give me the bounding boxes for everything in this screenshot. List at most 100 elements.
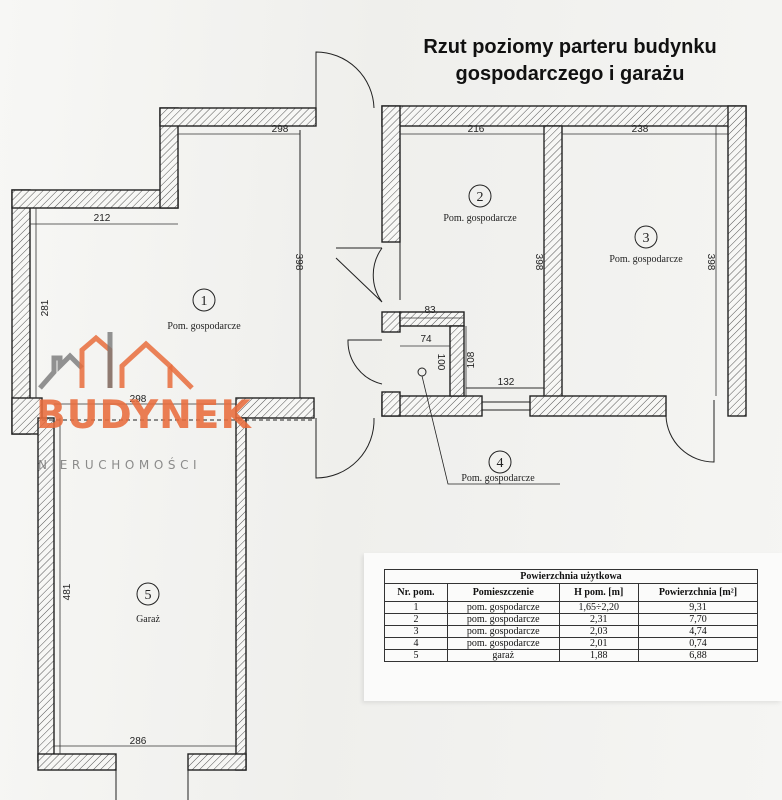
cell-area: 0,74	[637, 637, 759, 650]
plan-title: Rzut poziomy parteru budynku gospodarcze…	[380, 34, 760, 88]
plan-title-line1: Rzut poziomy parteru budynku	[423, 36, 717, 58]
cell-room: pom. gospodarcze	[446, 625, 560, 638]
room1-inner-outline	[29, 125, 316, 398]
logo-house-orange-icon	[119, 340, 173, 388]
cell-height: 2,03	[558, 625, 639, 638]
cell-nr: 1	[384, 601, 448, 614]
dim-398-room1: 398	[293, 254, 304, 271]
wall-garage-bottom-right	[187, 753, 247, 771]
room1-number: 1	[201, 294, 208, 309]
wall-room4-top	[399, 311, 465, 327]
area-table-caption: Powierzchnia użytkowa	[384, 569, 758, 584]
dim-132: 132	[498, 377, 515, 388]
room2-number: 2	[477, 190, 484, 205]
cell-height: 1,65÷2,20	[558, 601, 639, 614]
dim-238: 238	[632, 124, 649, 135]
dim-481: 481	[62, 583, 73, 600]
cell-area: 4,74	[637, 625, 759, 638]
table-row: 4 pom. gospodarcze 2,01 0,74	[384, 637, 759, 650]
header-height: H pom. [m]	[558, 583, 639, 602]
room2-circle	[468, 184, 492, 208]
room5-number: 5	[145, 588, 152, 603]
header-area: Powierzchnia [m²]	[637, 583, 759, 602]
doors	[115, 51, 715, 800]
dim-286: 286	[130, 736, 147, 747]
header-nr: Nr. pom.	[384, 583, 448, 602]
cell-nr: 4	[384, 637, 448, 650]
room4-number: 4	[497, 456, 504, 471]
table-row: 3 pom. gospodarcze 2,03 4,74	[384, 625, 759, 638]
room4-marker	[417, 367, 560, 485]
table-row: 5 garaż 1,88 6,88	[384, 649, 759, 662]
dim-281: 281	[40, 299, 51, 316]
room4-circle	[488, 450, 512, 474]
dim-298-top: 298	[272, 124, 289, 135]
header-room: Pomieszczenie	[446, 583, 560, 602]
watermark-subtitle: NIERUCHOMOŚCI	[38, 458, 202, 472]
dim-216: 216	[468, 124, 485, 135]
dim-298-mid: 298	[130, 394, 147, 405]
dimension-labels: 298 216 238 212 398 398 398 281 83 74 10…	[40, 124, 716, 747]
area-table-caption-row: Powierzchnia użytkowa	[384, 569, 758, 584]
room3-number: 3	[643, 231, 650, 246]
watermark-name: BUDYNEK	[36, 393, 252, 438]
walls	[11, 105, 747, 771]
wall-room1-top-left	[11, 189, 179, 209]
dim-108: 108	[466, 351, 477, 368]
logo-tower-orange-icon	[79, 334, 113, 388]
wall-room1-top	[159, 107, 317, 127]
wall-garage-bottom-left	[37, 753, 117, 771]
door-room2	[335, 247, 383, 303]
wall-garage-right	[235, 417, 247, 771]
cell-area: 7,70	[637, 613, 759, 626]
cell-room: garaż	[446, 649, 560, 662]
logo-roof-gray-icon	[38, 352, 84, 390]
watermark-logo	[38, 332, 194, 390]
room5-name: Garaż	[136, 614, 160, 625]
plan-title-line2: gospodarczego i garażu	[455, 63, 685, 85]
area-table: Powierzchnia użytkowa Nr. pom. Pomieszcz…	[384, 569, 759, 662]
dimension-lines	[30, 126, 728, 754]
cell-area: 9,31	[637, 601, 759, 614]
room1-circle	[192, 288, 216, 312]
wall-room1-bottom-left	[11, 397, 43, 435]
cell-nr: 2	[384, 613, 448, 626]
dim-83: 83	[424, 305, 436, 316]
wall-room3-right	[727, 105, 747, 417]
room5-circle	[136, 582, 160, 606]
door-room3	[665, 400, 715, 463]
wall-rooms23-top	[381, 105, 747, 127]
wall-room2-3-divider	[543, 125, 563, 399]
dim-74: 74	[420, 334, 432, 345]
dim-100: 100	[435, 354, 446, 371]
wall-room4-left-lower	[381, 391, 401, 417]
area-table-header-row: Nr. pom. Pomieszczenie H pom. [m] Powier…	[384, 583, 759, 602]
wall-room2-left-upper	[381, 105, 401, 243]
wall-room4-right	[449, 325, 465, 397]
garage-door-jambs	[115, 770, 189, 800]
wall-room3-bottom	[529, 395, 667, 417]
room4-name: Pom. gospodarcze	[461, 473, 535, 484]
cell-height: 2,01	[558, 637, 639, 650]
table-row: 1 pom. gospodarcze 1,65÷2,20 9,31	[384, 601, 759, 614]
door-corridor	[315, 417, 375, 479]
dim-212: 212	[94, 213, 111, 224]
cell-height: 2,31	[558, 613, 639, 626]
cell-height: 1,88	[558, 649, 639, 662]
dim-398-room3: 398	[705, 254, 716, 271]
cell-room: pom. gospodarcze	[446, 601, 560, 614]
table-row: 2 pom. gospodarcze 2,31 7,70	[384, 613, 759, 626]
cell-nr: 3	[384, 625, 448, 638]
dim-398-room2: 398	[533, 254, 544, 271]
inner-outlines	[29, 125, 544, 754]
cell-room: pom. gospodarcze	[446, 637, 560, 650]
cell-area: 6,88	[637, 649, 759, 662]
room-circles	[136, 184, 658, 606]
logo-house-roof-icon	[168, 364, 194, 390]
wall-room4-stub	[381, 311, 401, 333]
room2-name: Pom. gospodarcze	[443, 213, 517, 224]
door-top	[315, 51, 375, 109]
room3-name: Pom. gospodarcze	[609, 254, 683, 265]
cell-nr: 5	[384, 649, 448, 662]
